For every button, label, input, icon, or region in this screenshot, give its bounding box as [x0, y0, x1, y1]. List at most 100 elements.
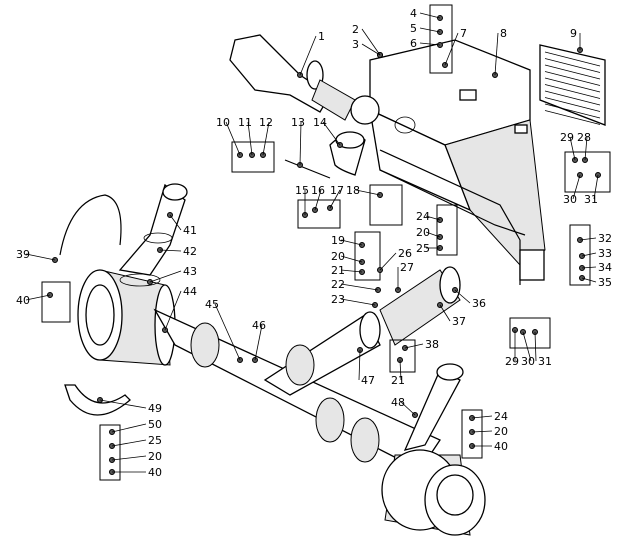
leader-line	[379, 252, 397, 271]
callout-24: 24	[416, 210, 430, 223]
leader-line	[494, 32, 499, 76]
leader-line	[400, 401, 416, 416]
leader-line	[99, 399, 147, 409]
leader-line	[581, 252, 597, 257]
callout-20: 20	[148, 450, 162, 463]
callout-10: 10	[216, 116, 230, 129]
callout-15: 15	[295, 184, 309, 197]
fasteners	[47, 15, 601, 475]
leader-line	[111, 439, 147, 447]
leader-line	[419, 42, 441, 46]
callout-5: 5	[410, 22, 417, 35]
callout-16: 16	[311, 184, 325, 197]
callout-31: 31	[584, 193, 598, 206]
grille-slat	[544, 77, 601, 93]
callout-6: 6	[410, 37, 417, 50]
callout-21: 21	[331, 264, 345, 277]
grille	[539, 44, 606, 126]
leader-line	[399, 359, 402, 381]
leader-line	[25, 253, 56, 261]
leader-line	[299, 35, 317, 76]
callout-19: 19	[331, 234, 345, 247]
leader-line	[404, 343, 424, 349]
callout-40: 40	[16, 294, 30, 307]
callout-35: 35	[598, 276, 612, 289]
callout-42: 42	[183, 245, 197, 258]
callout-32: 32	[598, 232, 612, 245]
callout-38: 38	[425, 338, 439, 351]
callout-46: 46	[252, 319, 266, 332]
callout-18: 18	[346, 184, 360, 197]
callout-29: 29	[505, 355, 519, 368]
grille-slat	[544, 97, 601, 112]
leader-line	[569, 136, 576, 161]
callout-17: 17	[330, 184, 344, 197]
panel-housing	[369, 39, 546, 285]
leader-line	[214, 303, 241, 361]
callout-50: 50	[148, 418, 162, 431]
leader-line	[340, 298, 376, 306]
callout-28: 28	[577, 131, 591, 144]
leader-line	[340, 239, 363, 246]
callout-25: 25	[416, 242, 430, 255]
leader-line	[111, 455, 147, 461]
callout-9: 9	[570, 27, 577, 40]
callout-11: 11	[238, 116, 252, 129]
callout-34: 34	[598, 261, 612, 274]
callout-45: 45	[205, 298, 219, 311]
callout-27: 27	[400, 261, 414, 274]
callout-20: 20	[416, 226, 430, 239]
callout-33: 33	[598, 247, 612, 260]
left-air-filter	[77, 269, 176, 366]
callout-40: 40	[148, 466, 162, 479]
callout-12: 12	[259, 116, 273, 129]
leader-line	[361, 28, 381, 56]
leader-line	[584, 136, 588, 161]
right-air-filter	[381, 363, 486, 536]
callout-8: 8	[500, 27, 507, 40]
callout-43: 43	[183, 265, 197, 278]
callout-1: 1	[318, 30, 325, 43]
leader-line	[159, 249, 182, 252]
callout-37: 37	[452, 315, 466, 328]
callout-31: 31	[538, 355, 552, 368]
grille-slat	[544, 84, 601, 99]
callout-49: 49	[148, 402, 162, 415]
leader-line	[444, 32, 459, 66]
bracket-49	[64, 384, 131, 416]
leader-line	[340, 283, 379, 291]
leader-line	[522, 331, 532, 362]
callout-39: 39	[16, 248, 30, 261]
leader-line	[572, 174, 581, 200]
leader-line	[254, 324, 263, 361]
branch-pipe	[263, 266, 461, 396]
callout-7: 7	[460, 27, 467, 40]
callout-24: 24	[494, 410, 508, 423]
elbow-41	[118, 183, 188, 276]
callout-4: 4	[410, 7, 417, 20]
callout-44: 44	[183, 285, 197, 298]
leader-line	[340, 269, 363, 273]
callout-29: 29	[560, 131, 574, 144]
leader-line	[340, 255, 363, 263]
leader-line	[149, 270, 182, 283]
leader-line	[579, 237, 597, 241]
leader-line	[425, 231, 441, 238]
leader-line	[419, 12, 441, 19]
grille-slat	[544, 51, 601, 67]
grille-slat	[544, 90, 601, 106]
leader-line	[164, 290, 182, 331]
callout-30: 30	[521, 355, 535, 368]
cable-39	[59, 194, 122, 256]
leader-line	[111, 423, 147, 433]
leader-line	[299, 121, 302, 166]
leader-line	[419, 27, 441, 33]
fastener	[579, 253, 585, 259]
leader-line	[454, 289, 471, 304]
callout-48: 48	[391, 396, 405, 409]
callout-22: 22	[331, 278, 345, 291]
bracket-bar	[284, 159, 331, 179]
